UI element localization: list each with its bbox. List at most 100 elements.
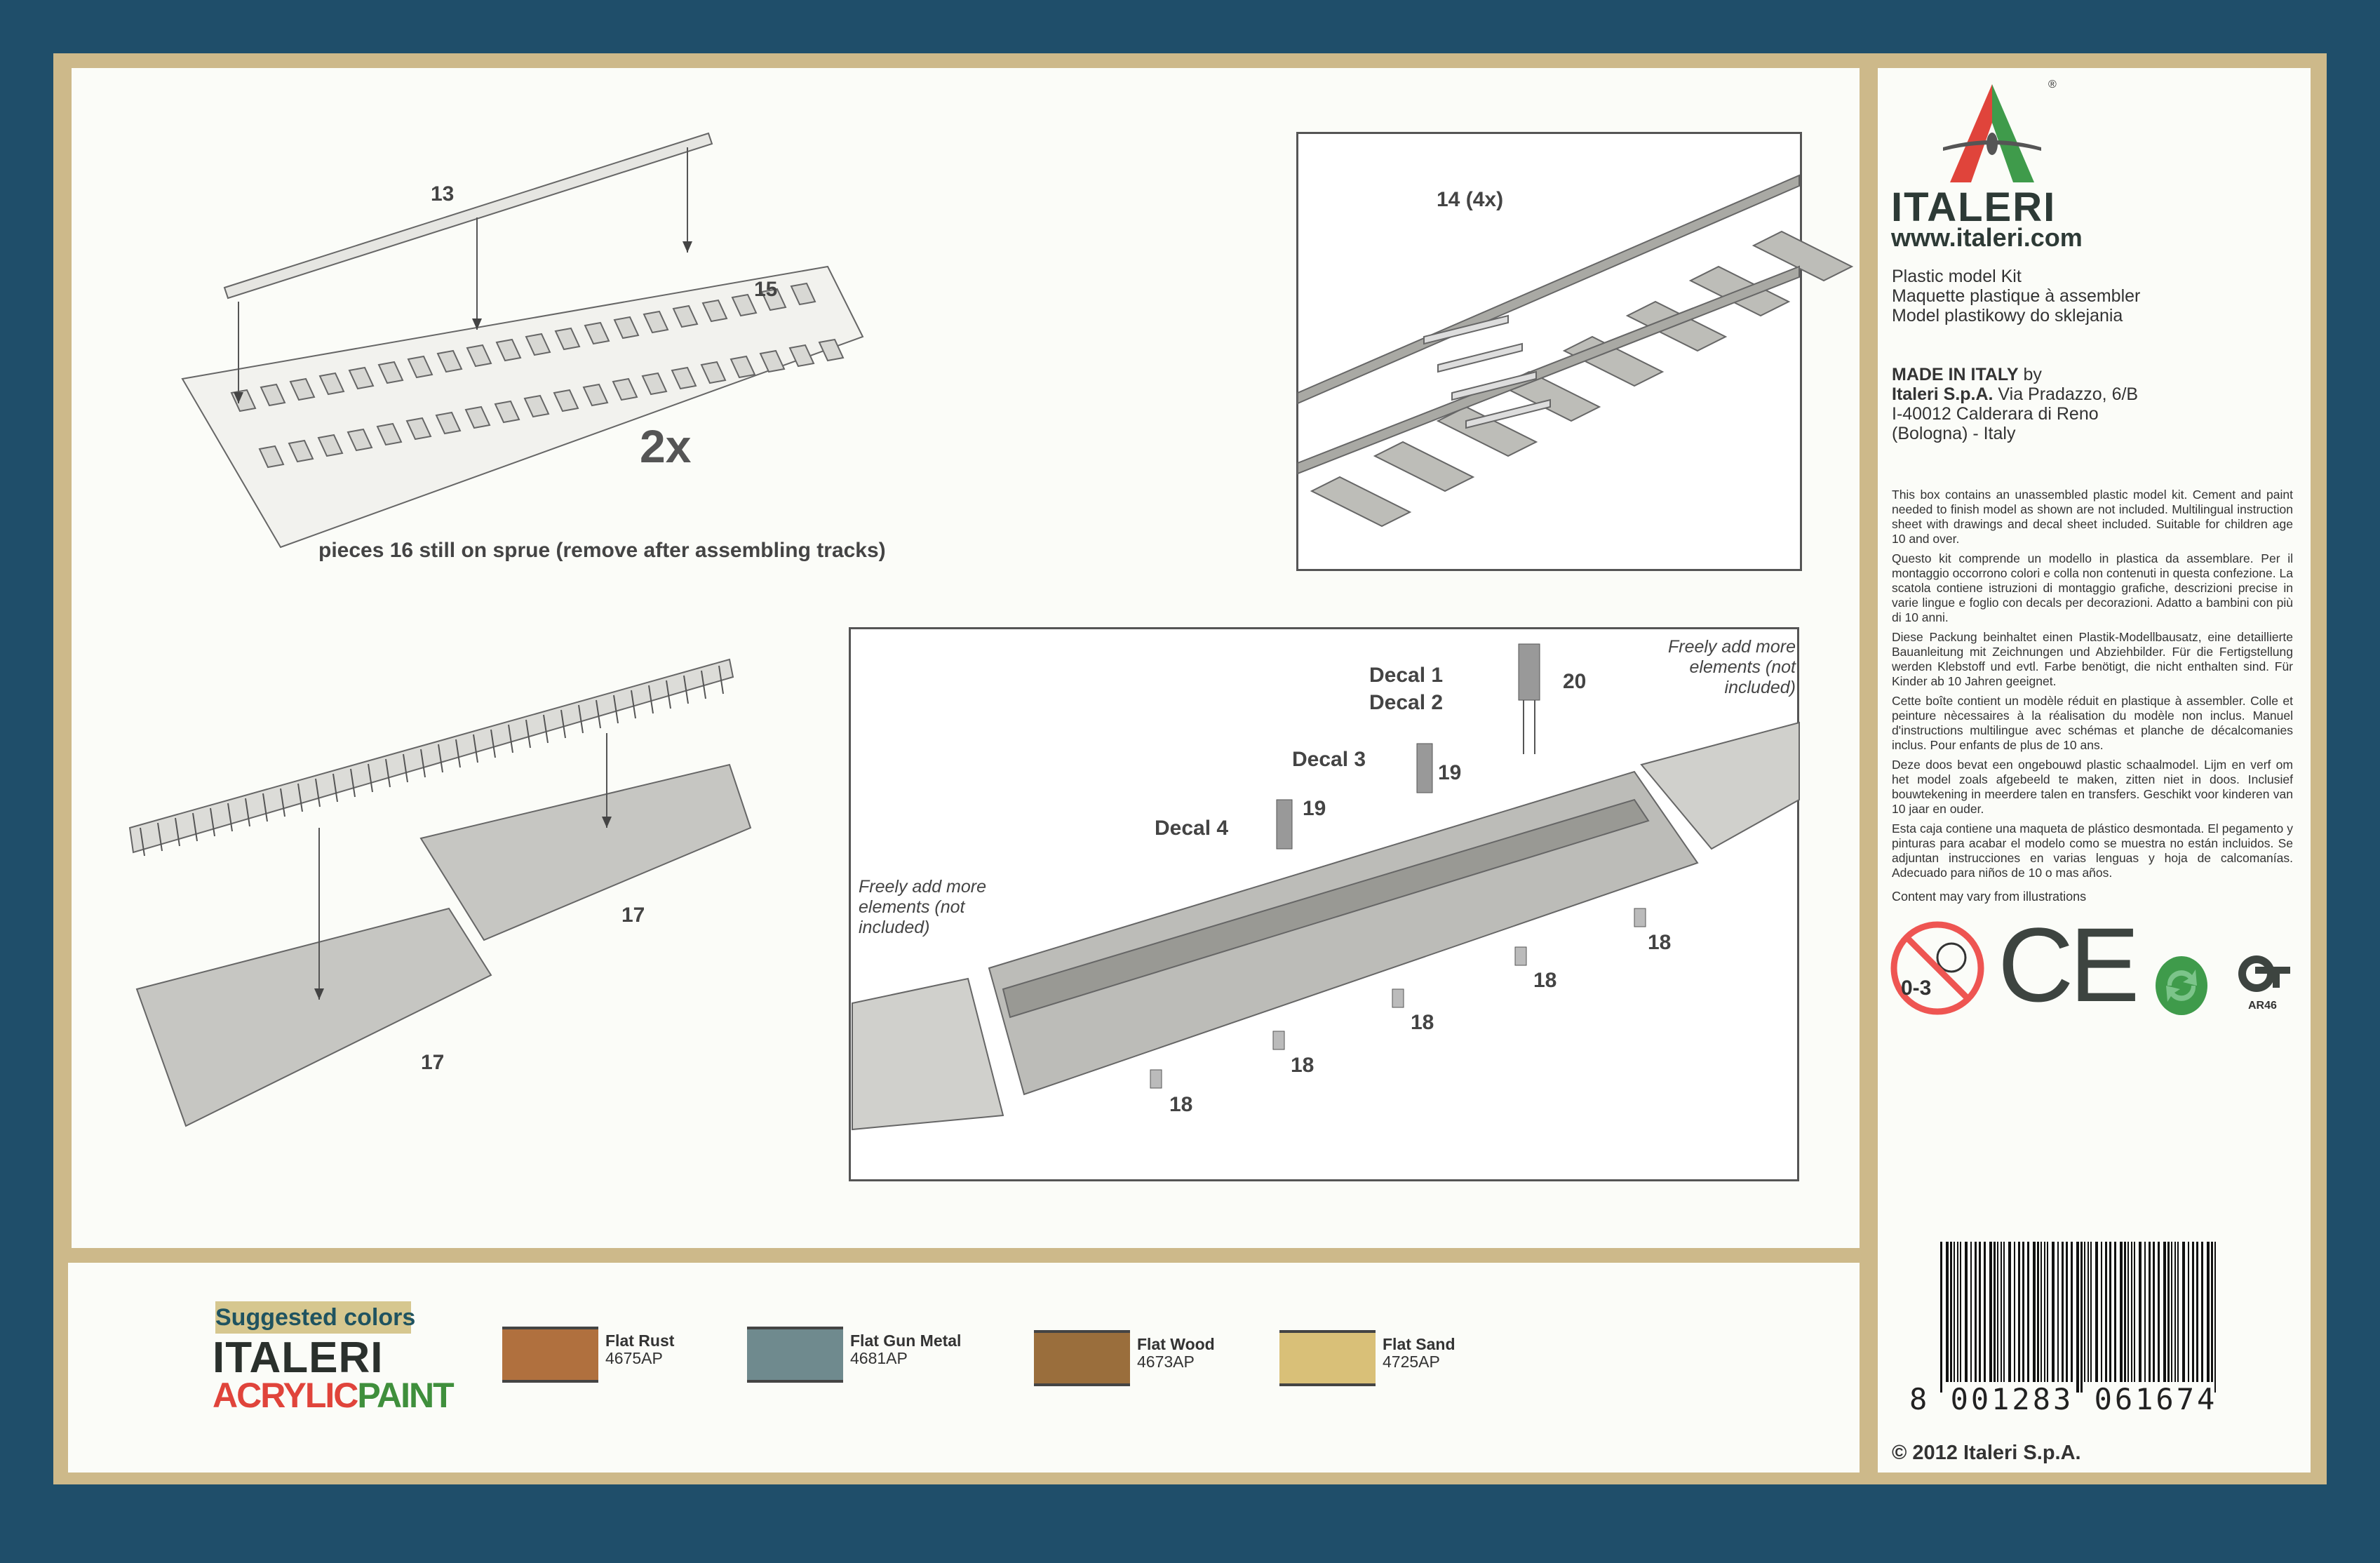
barcode-bar [2071,1242,2073,1382]
barcode-bar [2144,1242,2146,1382]
part-15-label: 15 [754,278,778,301]
barcode-bar [2087,1242,2089,1382]
barcode-icon [1940,1242,2216,1393]
barcode-bar [2182,1242,2185,1382]
barcode-bar [1970,1242,1972,1382]
color-name: Flat Gun Metal [850,1331,962,1350]
color-name: Flat Wood [1137,1335,1215,1353]
notice-en: This box contains an unassembled plastic… [1892,488,2293,546]
barcode-bar [2201,1242,2203,1382]
color-swatch [1034,1330,1130,1386]
color-swatch [747,1327,843,1383]
part-14-label: 14 (4x) [1437,188,1504,211]
part-18-label: 18 [1648,931,1672,954]
notice-de: Diese Packung beinhaltet einen Plastik-M… [1892,630,2293,688]
notice-nl: Deze doos bevat een ongebouwd plastic sc… [1892,758,2293,816]
gost-r-mark-icon [2238,955,2290,992]
kit-line: Model plastikowy do sklejania [1892,306,2123,326]
barcode-number: 8 001283 061674 [1909,1382,2218,1416]
website-link[interactable]: www.italeri.com [1891,223,2083,252]
barcode-bar [2095,1242,2098,1382]
notice-fr: Cette boîte contient un modèle réduit en… [1892,694,2293,752]
barcode-bar [2153,1242,2155,1382]
barcode-bar [2211,1242,2213,1382]
barcode-bar [1984,1242,1986,1382]
barcode-bar [2134,1242,2135,1382]
barcode-bar [1960,1242,1961,1382]
suggested-colors-heading: Suggested colors [215,1301,415,1334]
barcode-bar [2008,1242,2011,1382]
barcode-bar [2139,1242,2142,1382]
age-warning-text: 0-3 [1901,977,1931,1000]
barcode-bar [2163,1242,2166,1382]
sprue-caption: pieces 16 still on sprue (remove after a… [318,539,886,562]
color-swatch [502,1327,598,1383]
acrylic-paint-logo: ACRYLICPAINT [213,1375,455,1416]
made-in-label: MADE IN ITALY [1892,365,2019,384]
part-20-label: 20 [1563,670,1587,693]
italeri-logo-icon [1943,84,2041,182]
barcode-bar [2177,1242,2179,1382]
barcode-bar [2214,1242,2216,1393]
barcode-bar [2167,1242,2170,1382]
barcode-bar [2101,1242,2102,1382]
color-code: 4681AP [850,1349,908,1367]
barcode-bar [1975,1242,1977,1382]
barcode-bar [2120,1242,2123,1382]
italeri-brand: ITALERI [1891,185,2057,230]
part-17-label: 17 [621,904,645,927]
barcode-bar [2044,1242,2045,1382]
barcode-bar [2047,1242,2048,1382]
barcode-bar [2080,1242,2083,1393]
barcode-bar [2114,1242,2116,1382]
barcode-bar [2062,1242,2064,1382]
barcode-bar [2124,1242,2126,1382]
decal-3-label: Decal 3 [1292,748,1366,771]
info-panel [1878,68,2311,1473]
decal-4-label: Decal 4 [1155,817,1229,840]
city: I-40012 Calderara di Reno [1892,404,2099,424]
notice-es: Esta caja contiene una maqueta de plásti… [1892,821,2293,880]
barcode-bar [2149,1242,2151,1382]
manufacturer-address: MADE IN ITALY by Italeri S.p.A. Via Prad… [1892,365,2138,443]
barcode-bar [2014,1242,2015,1382]
part-17-label: 17 [421,1051,445,1074]
color-code: 4725AP [1383,1353,1440,1371]
part-18-label: 18 [1411,1011,1434,1034]
barcode-bar [2131,1242,2132,1382]
color-code: 4673AP [1137,1353,1195,1371]
barcode-bar [2001,1242,2002,1382]
barcode-bar [2171,1242,2172,1382]
barcode-bar [2041,1242,2042,1382]
decal-2-label: Decal 2 [1369,691,1444,714]
barcode-bar [1954,1242,1955,1382]
paint-text: PAINT [357,1376,454,1415]
barcode-bar [2196,1242,2198,1382]
age-warning-icon: 0-3 [1890,921,1984,1015]
barcode-bar [1950,1242,1952,1382]
part-19-label: 19 [1438,761,1462,784]
barcode-bar [2084,1242,2085,1382]
color-name: Flat Rust [605,1331,675,1350]
by-text: by [2018,365,2042,384]
barcode-bar [2052,1242,2055,1382]
barcode-bar [2105,1242,2107,1382]
suggested-colors-panel [68,1263,1860,1473]
freely-add-note: Freely add more elements (not included) [1667,637,1796,697]
region: (Bologna) - Italy [1892,424,2016,443]
barcode-bar [2076,1242,2079,1393]
ce-mark-icon: CE [1998,906,2139,1024]
barcode-bar [1979,1242,1981,1382]
barcode-bar [2027,1242,2029,1382]
disclaimer: Content may vary from illustrations [1892,890,2087,904]
kit-line: Plastic model Kit [1892,267,2022,286]
barcode-bar [1946,1242,1949,1382]
multiplier-label: 2x [640,420,692,472]
barcode-bar [2174,1242,2176,1382]
gost-code: AR46 [2248,1000,2277,1012]
barcode-bar [2090,1242,2092,1382]
barcode-bar [2158,1242,2160,1382]
